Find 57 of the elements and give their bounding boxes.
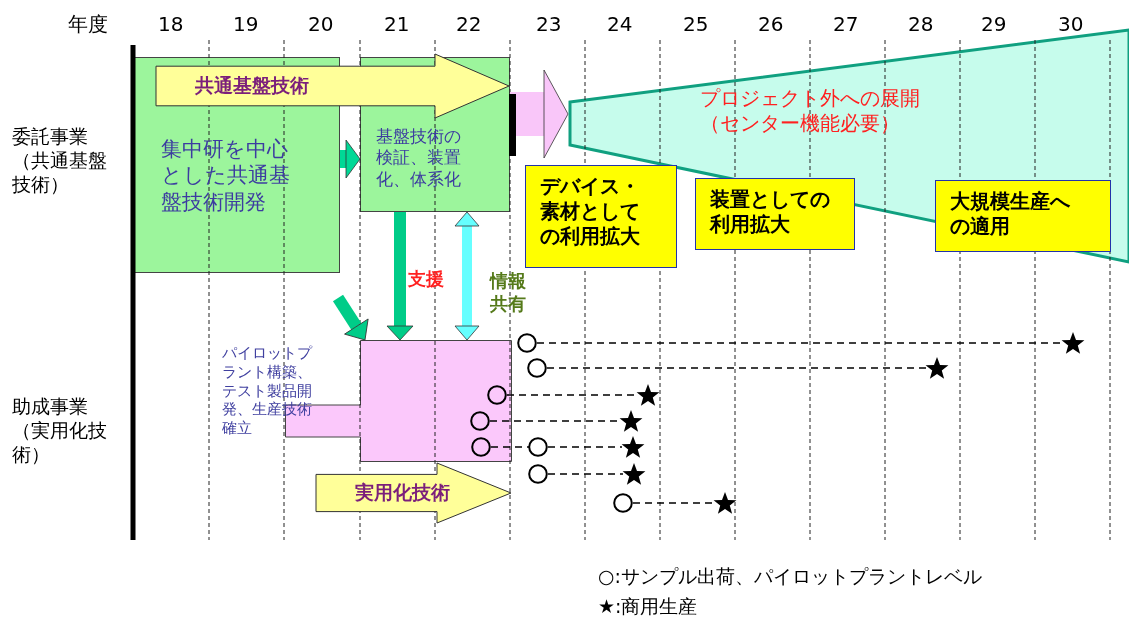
node-text: プロジェクト外への展開（センター機能必要）	[700, 86, 921, 136]
block-arrow	[332, 294, 369, 341]
circle-marker	[613, 493, 633, 513]
node-text: 装置としての利用拡大	[710, 187, 831, 237]
axis-title: 年度	[68, 12, 108, 37]
circle-marker	[528, 437, 548, 457]
dashed-line	[490, 446, 530, 448]
star-marker	[622, 462, 646, 486]
star-marker	[925, 356, 949, 380]
legend-item: ○:サンプル出荷、パイロットプラントレベル	[598, 565, 982, 589]
year-label: 19	[233, 12, 259, 37]
dashed-line	[547, 446, 623, 448]
circle-marker	[528, 464, 548, 484]
circle-marker	[517, 333, 537, 353]
block-arrow	[386, 212, 414, 341]
star-marker	[621, 435, 645, 459]
year-label: 21	[384, 12, 410, 37]
arrow-banner	[315, 462, 512, 524]
node-text: デバイス・素材としての利用拡大	[540, 174, 641, 249]
node-text: 基盤技術の検証、装置化、体系化	[376, 126, 462, 190]
arrow-banner	[155, 53, 510, 119]
block-arrow	[340, 139, 361, 179]
arrow-label: 実用化技術	[355, 480, 450, 505]
circle-marker	[471, 437, 491, 457]
legend-item: ★:商用生産	[598, 595, 698, 619]
year-label: 26	[758, 12, 784, 37]
year-label: 25	[683, 12, 709, 37]
year-label: 24	[607, 12, 633, 37]
year-label: 29	[981, 12, 1007, 37]
dashed-line	[547, 473, 624, 475]
node-text: 大規模生産への適用	[950, 189, 1071, 239]
row-label: 助成事業（実用化技術）	[12, 395, 108, 467]
year-label: 30	[1058, 12, 1084, 37]
year-label: 28	[908, 12, 934, 37]
dashed-line	[536, 342, 1063, 344]
year-label: 23	[536, 12, 562, 37]
dashed-line	[632, 502, 715, 504]
star-marker	[619, 409, 643, 433]
year-label: 20	[308, 12, 334, 37]
row-label: 委託事業（共通基盤技術）	[12, 125, 108, 197]
star-marker	[713, 491, 737, 515]
circle-marker	[470, 411, 490, 431]
year-label: 18	[158, 12, 184, 37]
node-text: 集中研を中心とした共通基盤技術開発	[161, 136, 291, 215]
year-label: 22	[456, 12, 482, 37]
circle-marker	[487, 385, 507, 405]
star-marker	[1061, 331, 1085, 355]
callout-box	[525, 165, 677, 268]
star-marker	[636, 383, 660, 407]
year-label: 27	[833, 12, 859, 37]
arrow-label: 共通基盤技術	[195, 73, 309, 98]
edge-label: 支援	[408, 268, 444, 291]
block-arrow	[454, 211, 480, 341]
edge-label: 情報共有	[490, 270, 527, 315]
callout-box	[695, 178, 855, 250]
dashed-line	[546, 367, 927, 369]
circle-marker	[527, 358, 547, 378]
